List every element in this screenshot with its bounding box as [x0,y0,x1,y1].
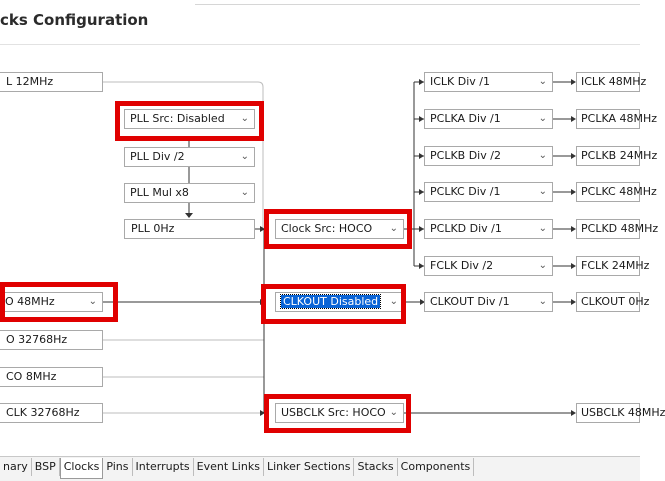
tab-bsp[interactable]: BSP [32,458,60,476]
pclka-div-select[interactable]: PCLKA Div /1 ⌄ [424,109,553,129]
pclkb-div-value: PCLKB Div /2 [430,149,501,162]
pclkc-output: PCLKC 48MHz [576,182,657,202]
clock-src-select[interactable]: Clock Src: HOCO ⌄ [275,219,404,239]
pclka-div-value: PCLKA Div /1 [430,112,501,125]
chevron-down-icon: ⌄ [240,151,249,162]
tab-components[interactable]: Components [398,458,475,476]
pclkc-div-select[interactable]: PCLKC Div /1 ⌄ [424,182,553,202]
pll-mul-value: PLL Mul x8 [130,186,189,199]
chevron-down-icon: ⌄ [389,223,398,234]
highlight-box [115,101,264,141]
usbclk-output: USBCLK 48MHz [576,403,665,423]
tab-summary[interactable]: nary [0,458,32,476]
clkout-src-select[interactable]: CLKOUT Disabled ⌄ [275,292,404,312]
pll-input-clock: L 12MHz [0,72,103,92]
chevron-down-icon: ⌄ [389,296,398,307]
iclk-div-value: ICLK Div /1 [430,75,491,88]
pll-src-select[interactable]: PLL Src: Disabled ⌄ [124,109,255,129]
clkout-output: CLKOUT 0Hz [576,292,649,312]
tab-event-links[interactable]: Event Links [194,458,264,476]
pll-mul-select[interactable]: PLL Mul x8 ⌄ [124,183,255,203]
highlight-box [0,282,118,322]
chevron-down-icon: ⌄ [88,296,97,307]
page-title: cks Configuration [0,11,149,29]
highlight-box [264,394,411,433]
chevron-down-icon: ⌄ [538,150,547,161]
pclkd-output: PCLKD 48MHz [576,219,658,239]
chevron-down-icon: ⌄ [538,76,547,87]
chevron-down-icon: ⌄ [538,296,547,307]
fclk-output: FCLK 24MHz [576,256,649,276]
chevron-down-icon: ⌄ [538,113,547,124]
tab-stacks[interactable]: Stacks [354,458,398,476]
pll-output-clock: PLL 0Hz [124,219,255,239]
clock-tree-lines [103,79,576,416]
hoco-select[interactable]: O 48MHz ⌄ [0,292,103,312]
clkout-div-value: CLKOUT Div /1 [430,295,510,308]
editor-tabs: nary BSP Clocks Pins Interrupts Event Li… [0,456,640,481]
highlight-box [264,209,412,249]
chevron-down-icon: ⌄ [240,187,249,198]
pll-div-value: PLL Div /2 [130,150,185,163]
pclkd-div-select[interactable]: PCLKD Div /1 ⌄ [424,219,553,239]
tab-pins[interactable]: Pins [103,458,133,476]
tab-clocks[interactable]: Clocks [59,458,104,479]
fclk-div-value: FCLK Div /2 [430,259,494,272]
clock-src-value: Clock Src: HOCO [281,222,373,235]
fclk-div-select[interactable]: FCLK Div /2 ⌄ [424,256,553,276]
hoco-value: O 48MHz [5,295,55,308]
divider [195,4,640,5]
pll-src-value: PLL Src: Disabled [130,112,225,125]
subclk-clock: CLK 32768Hz [0,403,103,423]
clkout-div-select[interactable]: CLKOUT Div /1 ⌄ [424,292,553,312]
loco-clock: O 32768Hz [0,330,103,350]
iclk-output: ICLK 48MHz [576,72,646,92]
pclkd-div-value: PCLKD Div /1 [430,222,502,235]
pll-div-select[interactable]: PLL Div /2 ⌄ [124,147,255,167]
tab-linker-sections[interactable]: Linker Sections [264,458,355,476]
divider [0,44,640,45]
iclk-div-select[interactable]: ICLK Div /1 ⌄ [424,72,553,92]
chevron-down-icon: ⌄ [538,223,547,234]
pclkb-div-select[interactable]: PCLKB Div /2 ⌄ [424,146,553,166]
usbclk-src-value: USBCLK Src: HOCO [281,406,386,419]
highlight-box [261,284,406,324]
pclkc-div-value: PCLKC Div /1 [430,185,501,198]
chevron-down-icon: ⌄ [538,186,547,197]
pclkb-output: PCLKB 24MHz [576,146,657,166]
moco-clock: CO 8MHz [0,367,103,387]
clkout-src-value: CLKOUT Disabled [279,294,382,309]
chevron-down-icon: ⌄ [538,260,547,271]
chevron-down-icon: ⌄ [240,113,249,124]
tab-interrupts[interactable]: Interrupts [133,458,194,476]
pclka-output: PCLKA 48MHz [576,109,657,129]
chevron-down-icon: ⌄ [389,407,398,418]
usbclk-src-select[interactable]: USBCLK Src: HOCO⌄ [275,403,404,423]
